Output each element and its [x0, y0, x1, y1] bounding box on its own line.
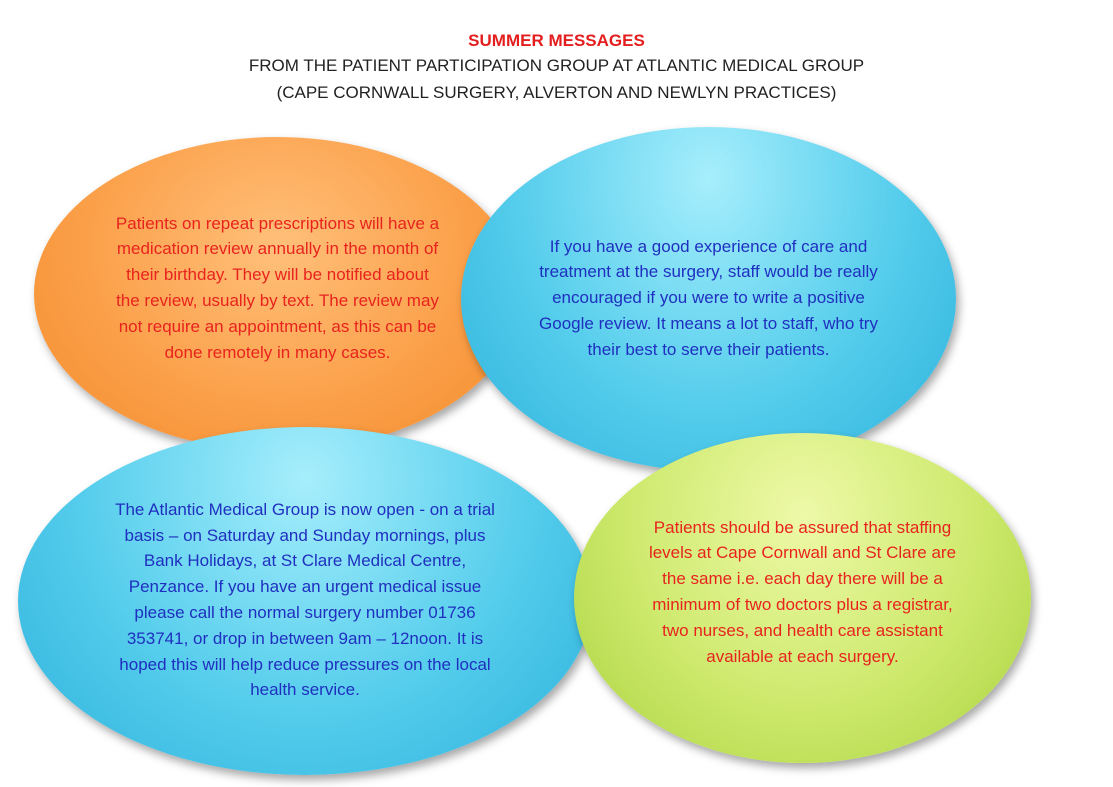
- page-subtitle-line-2: (CAPE CORNWALL SURGERY, ALVERTON AND NEW…: [276, 83, 837, 102]
- message-text-prescriptions: Patients on repeat prescriptions will ha…: [115, 213, 440, 362]
- page-header: SUMMER MESSAGES FROM THE PATIENT PARTICI…: [0, 30, 1113, 106]
- page-title: SUMMER MESSAGES: [468, 31, 645, 50]
- message-text-staffing-levels: Patients should be assured that staffing…: [648, 517, 957, 666]
- message-oval-prescriptions: Patients on repeat prescriptions will ha…: [34, 137, 521, 451]
- message-text-google-review: If you have a good experience of care an…: [539, 236, 878, 359]
- message-oval-google-review: If you have a good experience of care an…: [461, 127, 956, 471]
- message-oval-weekend-opening: The Atlantic Medical Group is now open -…: [18, 427, 592, 775]
- message-text-weekend-opening: The Atlantic Medical Group is now open -…: [115, 499, 495, 700]
- message-oval-staffing-levels: Patients should be assured that staffing…: [574, 433, 1031, 763]
- page-subtitle-line-1: FROM THE PATIENT PARTICIPATION GROUP AT …: [248, 56, 865, 75]
